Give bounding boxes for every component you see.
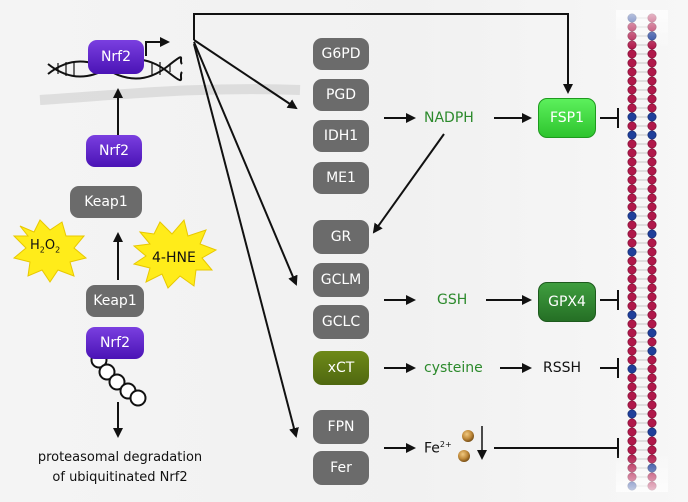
product-cysteine: cysteine xyxy=(424,360,483,376)
product-fe: Fe2+ xyxy=(424,440,452,457)
fe-ion-icon xyxy=(458,450,470,462)
gene-idh1: IDH1 xyxy=(313,120,369,152)
degradation-label-line1: proteasomal degradation xyxy=(37,450,203,465)
gene-me1: ME1 xyxy=(313,162,369,194)
membrane-fade xyxy=(616,10,668,492)
arrow-to-iron-genes xyxy=(193,43,299,438)
degradation-label-line2: of ubiquitinated Nrf2 xyxy=(52,470,188,485)
product-gsh: GSH xyxy=(437,292,468,308)
arrow-to-gsh-genes xyxy=(193,41,298,286)
gene-xct: xCT xyxy=(313,351,369,385)
h2o2-label: H2O2 xyxy=(30,238,61,255)
arrow-to-nadph-genes xyxy=(193,39,298,110)
keap1-bound: Keap1 xyxy=(86,285,144,317)
gene-fpn: FPN xyxy=(313,410,369,444)
ubiquitin-chain-icon xyxy=(90,351,147,407)
arrow-transcription-fsp1 xyxy=(193,13,573,94)
nrf2-free: Nrf2 xyxy=(86,135,142,167)
effector-fsp1: FSP1 xyxy=(538,98,596,138)
gene-pgd: PGD xyxy=(313,79,369,111)
nrf2-bound: Nrf2 xyxy=(86,327,144,359)
gene-fer: Fer xyxy=(313,451,369,485)
h2o2-burst-icon xyxy=(12,219,88,283)
fe-ion-icon xyxy=(462,430,474,442)
shadow-streak xyxy=(39,84,301,105)
product-nadph: NADPH xyxy=(424,110,474,126)
gene-gr: GR xyxy=(313,220,369,254)
hne-label: 4-HNE xyxy=(152,250,196,266)
keap1-released: Keap1 xyxy=(70,186,142,218)
gene-gclc: GCLC xyxy=(313,305,369,339)
nrf2-on-dna: Nrf2 xyxy=(88,40,144,74)
effector-gpx4: GPX4 xyxy=(538,282,596,322)
gene-gclm: GCLM xyxy=(313,263,369,297)
product-rssh: RSSH xyxy=(543,360,582,376)
hne-burst-icon xyxy=(132,218,218,289)
arrow-nadph-gr xyxy=(372,133,445,234)
gene-g6pd: G6PD xyxy=(313,38,369,70)
transcription-start-arrow xyxy=(145,37,170,56)
